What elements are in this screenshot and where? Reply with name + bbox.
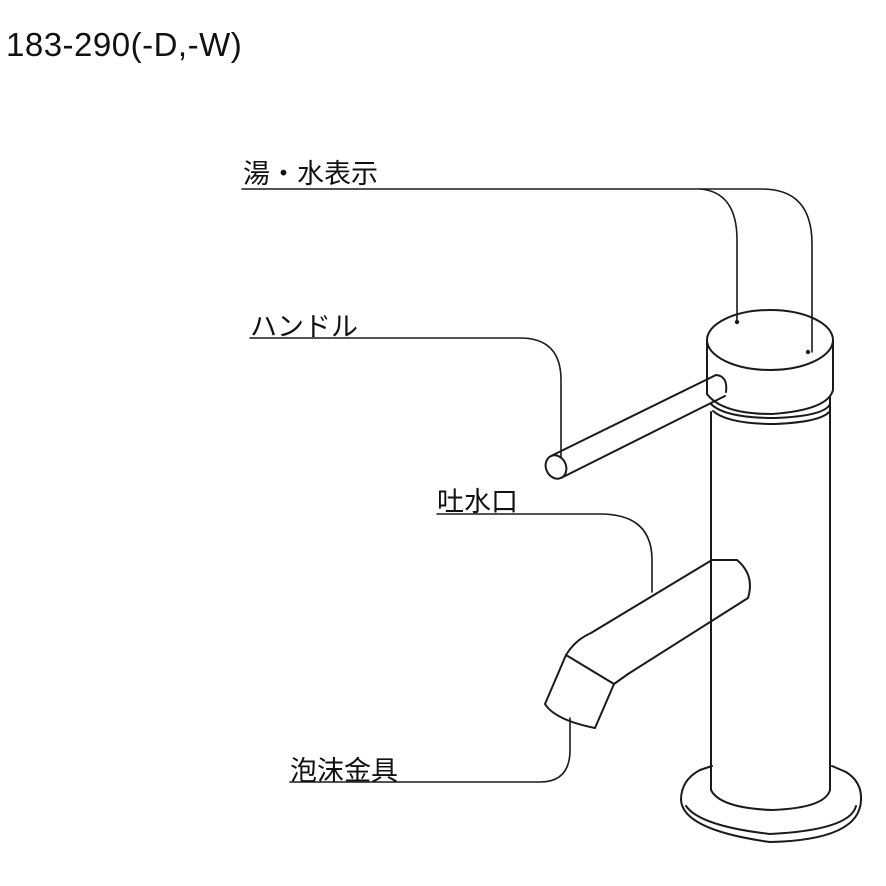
cold-indicator-dot	[805, 349, 811, 355]
callout-handle-label: ハンドル	[250, 312, 358, 343]
spout	[544, 559, 751, 729]
callout-spout-label: 吐水口	[437, 487, 518, 518]
base-plate	[680, 765, 863, 843]
model-number: 183-290(-D,-W)	[6, 26, 243, 63]
faucet-body	[710, 396, 831, 811]
callout-indicator-label: 湯・水表示	[243, 159, 378, 190]
handle-lever	[544, 374, 728, 480]
leader-lines	[241, 188, 813, 783]
faucet-cap	[706, 309, 834, 415]
callout-aerator-label: 泡沫金具	[290, 756, 398, 787]
